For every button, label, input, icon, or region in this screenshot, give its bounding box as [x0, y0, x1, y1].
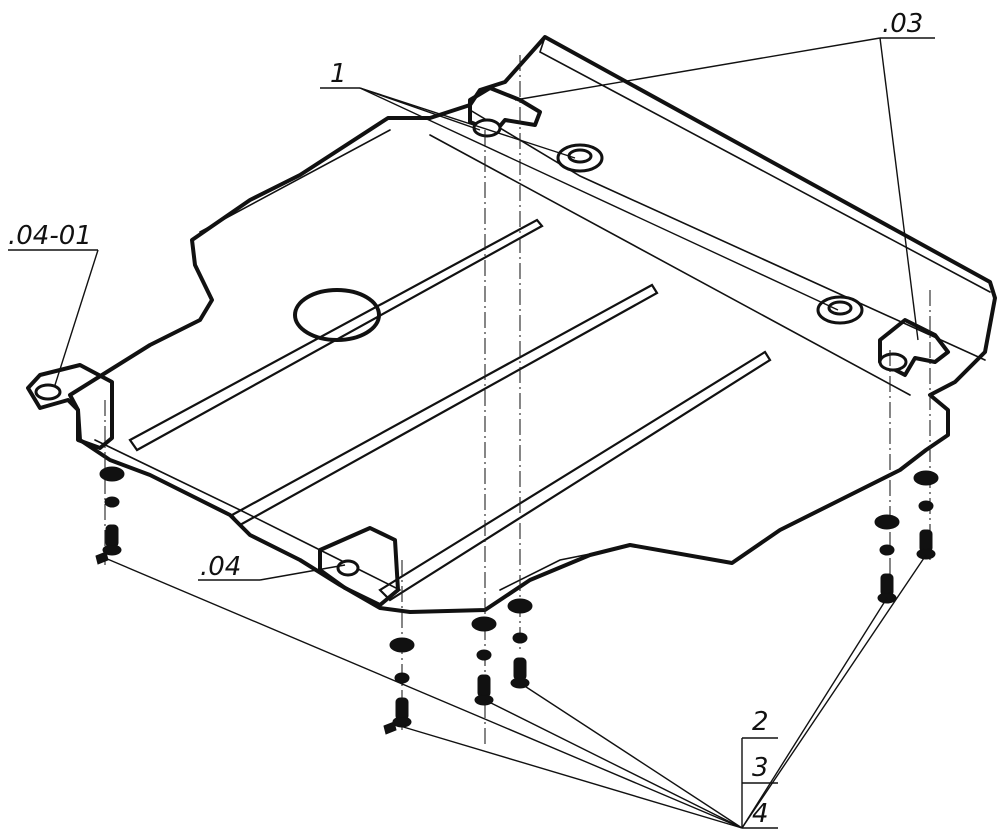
bracket-04: [318, 526, 400, 607]
callout-4: 4: [752, 799, 769, 829]
callout-04-01: .04-01: [8, 221, 92, 251]
callout-04: .04: [200, 552, 241, 582]
grommet-upper: [556, 143, 604, 173]
fastener-stack-centre-2: [507, 598, 533, 689]
bracket-03-right: [878, 318, 950, 377]
bracket-03-left: [468, 86, 542, 138]
callout-2: 2: [752, 707, 769, 737]
fastener-stack-left: [95, 466, 125, 565]
grommet-lower: [816, 295, 864, 325]
stiffening-ribs: [128, 218, 772, 602]
callout-1: 1: [330, 59, 347, 89]
bracket-04-01: [26, 363, 114, 450]
leader-lines: [8, 37, 935, 829]
fastener-stack-right-2: [913, 470, 939, 560]
fastener-stack-front: [383, 637, 415, 735]
callout-03: .03: [882, 9, 923, 39]
skid-plate: [68, 35, 997, 614]
fastener-stack-centre-1: [471, 616, 497, 706]
fastener-stack-right-1: [874, 514, 900, 604]
inspection-hole: [293, 288, 381, 342]
callout-3: 3: [752, 753, 769, 783]
